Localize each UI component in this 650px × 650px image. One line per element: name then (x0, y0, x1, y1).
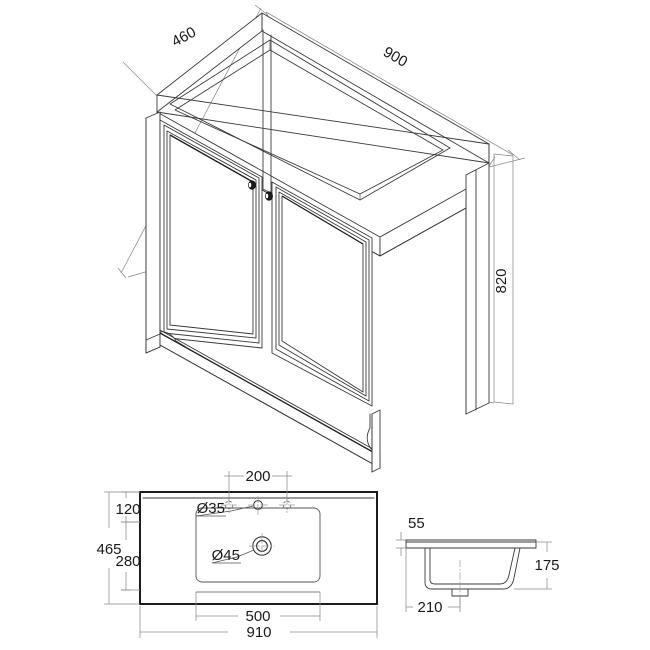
dimension-tap-spacing-200: 200 (224, 468, 292, 502)
door-knob-left[interactable] (248, 180, 256, 190)
isometric-view: 460 900 820 (117, 4, 526, 473)
dimension-top-thickness-55: 55 (396, 515, 425, 556)
dimension-waste-offset-210: 210 (405, 548, 461, 616)
cabinet-right-foot (371, 409, 381, 473)
section-bowl-profile (424, 547, 521, 590)
dimension-overall-depth-465: 465 (96, 491, 140, 605)
label-120: 120 (115, 501, 140, 518)
cabinet-right-side (465, 162, 490, 415)
cabinet-side-rail (379, 188, 467, 257)
basin-bowl (195, 507, 321, 593)
label-910: 910 (246, 624, 271, 641)
dimension-overall-width-910: 910 (139, 606, 378, 641)
section-view: 55 175 210 (396, 515, 560, 616)
cabinet-left-stile (145, 111, 161, 354)
cabinet-door-left[interactable] (159, 119, 263, 349)
dimension-height-820-label: 820 (493, 268, 510, 293)
label-waste-dia: Ø45 (212, 547, 240, 564)
cabinet-interior-lines (269, 40, 361, 200)
label-210: 210 (417, 599, 442, 616)
label-465: 465 (96, 541, 121, 558)
label-tap-hole-dia: Ø35 (197, 500, 225, 517)
label-200: 200 (245, 468, 270, 485)
cabinet-door-right[interactable] (271, 181, 373, 407)
vanity-cabinet (145, 12, 490, 473)
label-280: 280 (115, 553, 140, 570)
dimension-bowl-width-500: 500 (195, 592, 321, 625)
door-knob-right[interactable] (265, 191, 273, 201)
plan-view: Ø35 Ø45 200 (96, 468, 378, 641)
dimension-width-900 (265, 11, 526, 168)
basin-outline (139, 491, 378, 605)
label-500: 500 (245, 608, 270, 625)
label-175: 175 (534, 557, 559, 574)
dimension-bowl-depth-280: 280 (115, 521, 141, 591)
callout-waste-dia: Ø45 (212, 547, 255, 564)
callout-tap-hole-dia: Ø35 (195, 500, 254, 517)
tap-hole-centre (248, 496, 268, 515)
label-55: 55 (408, 515, 425, 532)
waste-outlet (249, 533, 275, 559)
dimension-bowl-height-175: 175 (514, 541, 560, 590)
label-820: 820 (493, 268, 510, 293)
section-counter-slab (405, 539, 537, 549)
